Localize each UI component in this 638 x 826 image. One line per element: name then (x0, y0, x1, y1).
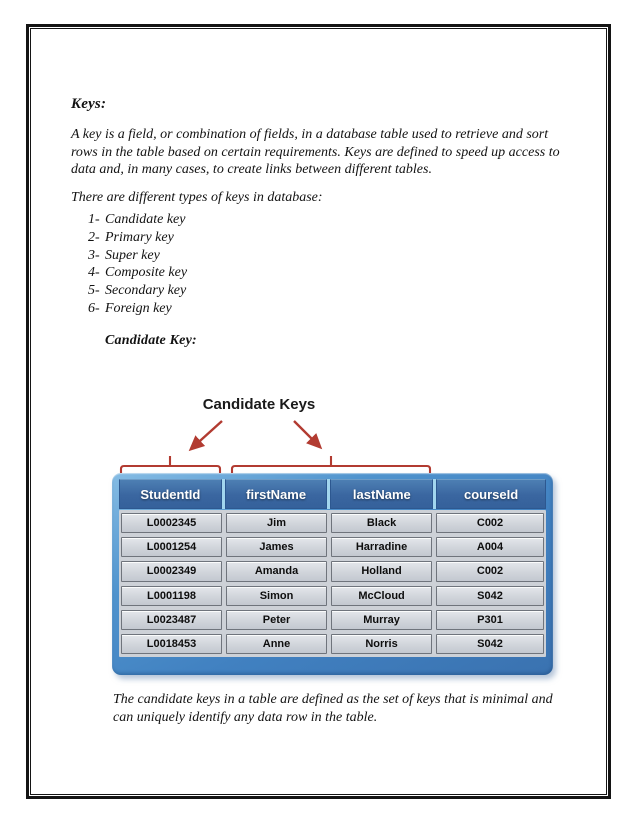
intro-paragraph: A key is a field, or combination of fiel… (71, 127, 560, 177)
list-item-number: 4- (88, 265, 100, 281)
closing-paragraph: The candidate keys in a table are define… (113, 692, 553, 725)
table-cell: L0002349 (121, 561, 223, 582)
table-cell: S042 (436, 633, 544, 655)
table-cell: L0018453 (121, 633, 223, 655)
list-item-label: Primary key (105, 229, 174, 245)
table-cell: C002 (436, 561, 544, 582)
table-cell: L0001198 (121, 585, 223, 606)
column-header: firstName (224, 479, 328, 509)
list-item: 3- Super key (88, 247, 187, 265)
table-cell: L0023487 (121, 609, 223, 630)
list-item-number: 1- (88, 212, 100, 227)
table-cell: Holland (331, 561, 433, 582)
page-border-outer (26, 24, 611, 799)
column-header: courseId (436, 479, 546, 509)
table-cell: Jim (226, 513, 328, 534)
list-item-number: 5- (88, 283, 100, 299)
table-cell: A004 (436, 537, 544, 558)
table-cell: Simon (226, 585, 328, 606)
figure-caption: Candidate Keys (202, 396, 316, 413)
list-item-number: 2- (88, 229, 100, 245)
list-item-label: Foreign key (105, 300, 172, 316)
column-header: StudentId (119, 479, 222, 509)
annotation-arrows (119, 420, 432, 476)
table-cell: Murray (331, 609, 433, 630)
table-cell: McCloud (331, 585, 433, 606)
table-cell: Peter (226, 609, 328, 630)
list-item-label: Super key (105, 247, 160, 263)
column-header: lastName (330, 479, 434, 509)
list-item: 4- Composite key (88, 264, 187, 282)
header-separator (221, 479, 225, 509)
table-cell: Norris (331, 633, 433, 655)
list-item: 1- Candidate key (88, 211, 187, 229)
table-cell: P301 (436, 609, 544, 630)
table-cell: C002 (436, 513, 544, 534)
header-separator (433, 479, 437, 509)
list-item-label: Composite key (105, 265, 188, 281)
list-item-number: 6- (88, 300, 100, 316)
table-cell: L0002345 (121, 513, 223, 534)
header-separator (327, 479, 331, 509)
table-cell: Harradine (331, 537, 433, 558)
list-item: 5- Secondary key (88, 282, 187, 300)
types-intro-paragraph: There are different types of keys in dat… (71, 190, 323, 205)
table-cell: Black (331, 513, 433, 534)
list-item: 2- Primary key (88, 229, 187, 247)
table-cell: L0001254 (121, 537, 223, 558)
list-item-label: Secondary key (105, 283, 187, 299)
left-arrow-icon (188, 420, 223, 452)
list-item: 6- Foreign key (88, 300, 187, 318)
table-cell: James (226, 537, 328, 558)
table-cell: S042 (436, 585, 544, 606)
right-arrow-icon (293, 420, 323, 450)
section-heading: Candidate Key: (105, 333, 197, 348)
list-item-label: Candidate key (105, 212, 186, 227)
page-title: Keys: (71, 96, 107, 112)
list-item-number: 3- (88, 247, 100, 263)
page-border-inner (30, 28, 607, 795)
table-cell: Amanda (226, 561, 328, 582)
table-cell: Anne (226, 633, 328, 655)
